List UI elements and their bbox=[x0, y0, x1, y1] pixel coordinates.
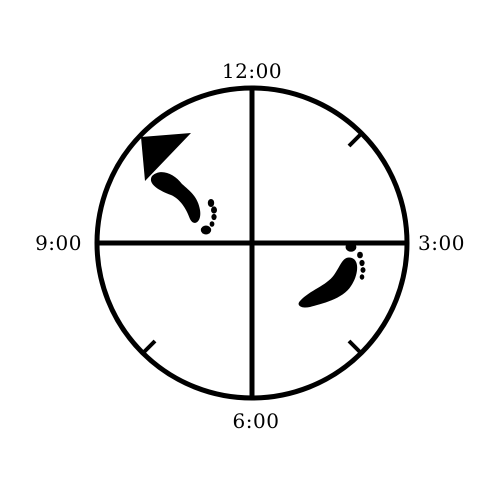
label-3: 3:00 bbox=[418, 231, 465, 255]
label-6: 6:00 bbox=[233, 409, 280, 433]
footprint-icon bbox=[150, 172, 217, 235]
label-9: 9:00 bbox=[35, 231, 82, 255]
arrow-icon bbox=[141, 133, 191, 181]
label-12: 12:00 bbox=[222, 59, 282, 83]
tick-mark-upper-right bbox=[347, 133, 362, 148]
tick-mark-lower-right bbox=[347, 339, 362, 354]
tick-mark-lower-left bbox=[142, 339, 157, 354]
footprint-icon bbox=[298, 242, 366, 308]
